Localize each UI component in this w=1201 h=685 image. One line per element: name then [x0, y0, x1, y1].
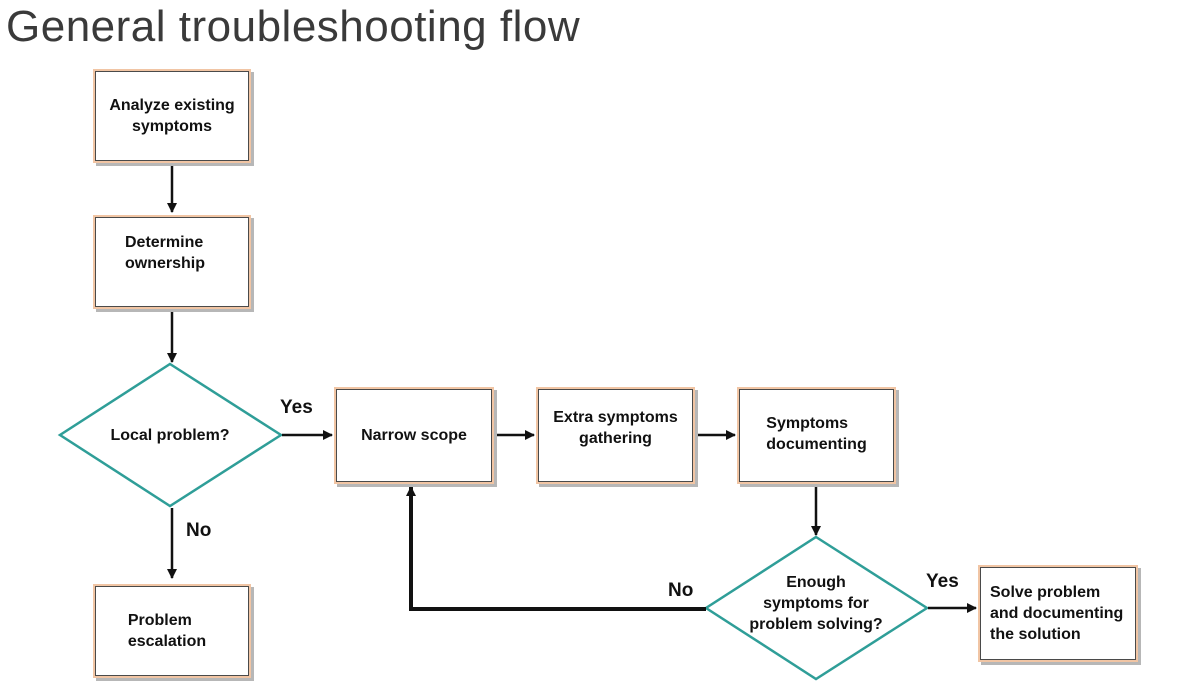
decision-enough-label-wrap: Enough symptoms for problem solving? — [730, 568, 902, 638]
decision-local-shape — [57, 362, 284, 508]
node-narrow-scope: Narrow scope — [334, 387, 494, 484]
node-ownership-label: Determine ownership — [125, 234, 206, 272]
node-extra-label: Extra symptoms gathering — [553, 409, 678, 447]
node-solve-problem: Solve problem and documenting the soluti… — [978, 565, 1138, 662]
node-extra-symptoms: Extra symptoms gathering — [536, 387, 695, 484]
node-analyze-label: Analyze existing symptoms — [109, 97, 235, 135]
node-symptoms-documenting: Symptoms documenting — [737, 387, 896, 484]
page-title: General troubleshooting flow — [6, 2, 581, 51]
node-escalation-label: Problem escalation — [127, 612, 207, 650]
node-solve-label: Solve problem and documenting the soluti… — [990, 584, 1124, 643]
arrow-enough-no — [406, 486, 706, 611]
edge-label-local-no: No — [186, 520, 212, 541]
node-narrow-label: Narrow scope — [361, 427, 467, 444]
decision-local-label: Local problem? — [110, 426, 230, 444]
decision-local-label-wrap: Local problem? — [80, 415, 260, 455]
edge-label-local-yes: Yes — [280, 397, 313, 418]
edge-label-enough-yes: Yes — [926, 571, 959, 592]
node-determine-ownership: Determine ownership — [93, 215, 251, 309]
edge-label-enough-no: No — [668, 580, 694, 601]
node-problem-escalation: Problem escalation — [93, 584, 251, 678]
node-analyze-symptoms: Analyze existing symptoms — [93, 69, 251, 163]
decision-enough-label: Enough symptoms for problem solving? — [749, 573, 883, 633]
node-documenting-label: Symptoms documenting — [766, 415, 867, 453]
decision-enough-shape — [703, 535, 930, 681]
